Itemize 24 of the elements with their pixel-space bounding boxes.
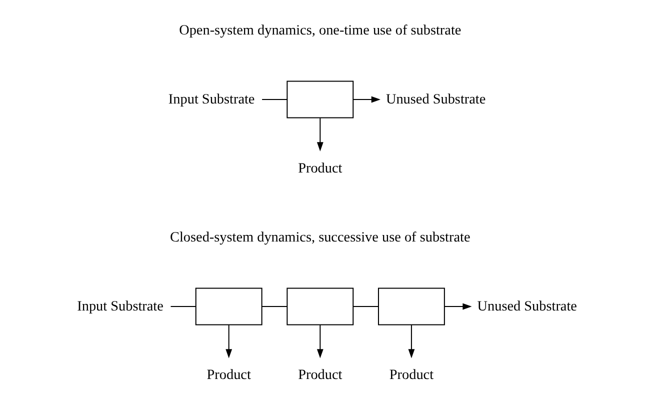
arrow bbox=[316, 325, 324, 358]
connector bbox=[353, 306, 378, 307]
node-text: Unused Substrate bbox=[386, 91, 486, 108]
node-text: Product bbox=[206, 367, 251, 384]
arrow bbox=[444, 303, 472, 310]
node-box bbox=[286, 288, 354, 326]
node-text: Product bbox=[298, 367, 342, 384]
node-text: Product bbox=[389, 367, 434, 384]
node-text: Input Substrate bbox=[77, 298, 164, 314]
node-box bbox=[195, 288, 262, 326]
label: Closed-system dynamics, successive use of substrate bbox=[170, 229, 470, 246]
arrow bbox=[316, 118, 324, 152]
node-text: Product bbox=[298, 160, 342, 176]
label: Open-system dynamics, one-time use of substrate bbox=[179, 22, 462, 38]
node-box bbox=[378, 288, 445, 326]
node-text: Unused Substrate bbox=[477, 298, 577, 314]
arrow bbox=[353, 96, 380, 103]
node-text: Input Substrate bbox=[168, 91, 255, 108]
connector bbox=[262, 306, 287, 307]
arrow bbox=[408, 325, 415, 358]
connector bbox=[170, 306, 196, 307]
connector bbox=[262, 99, 288, 100]
node-box bbox=[286, 80, 354, 118]
arrow bbox=[226, 325, 232, 358]
